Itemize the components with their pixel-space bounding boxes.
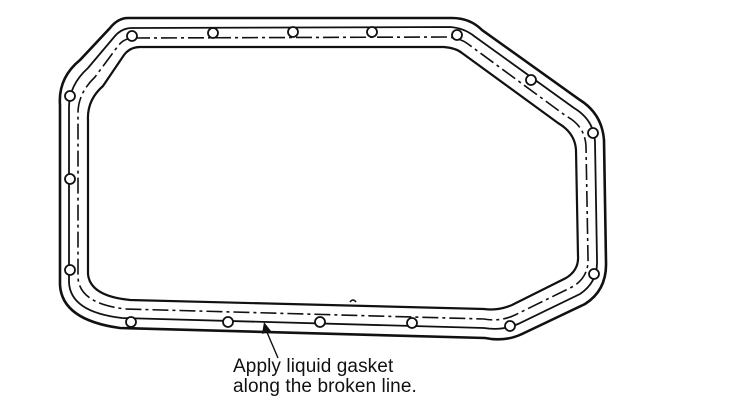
bolt-hole bbox=[287, 26, 299, 38]
bolt-hole bbox=[126, 30, 138, 42]
broken-gasket-line bbox=[77, 36, 589, 321]
bottom-notch bbox=[349, 299, 357, 303]
bolt-hole bbox=[406, 317, 418, 329]
bolt-hole bbox=[366, 26, 378, 38]
bolt-hole bbox=[588, 268, 600, 280]
annotation-line-1: Apply liquid gasket bbox=[233, 356, 394, 377]
annotation-line-2: along the broken line. bbox=[233, 376, 417, 397]
leader-arrow bbox=[262, 322, 279, 359]
bolt-hole bbox=[207, 27, 219, 39]
bolt-hole bbox=[64, 264, 76, 276]
bolt-holes bbox=[64, 26, 600, 332]
inner-opening-outline bbox=[86, 45, 580, 311]
mid-flange-outline bbox=[68, 26, 598, 330]
bolt-hole bbox=[64, 90, 76, 102]
bolt-hole bbox=[64, 173, 76, 185]
bolt-hole bbox=[451, 29, 463, 41]
bolt-hole bbox=[587, 127, 599, 139]
annotation-caption: Apply liquid gasket along the broken lin… bbox=[233, 357, 417, 397]
outer-flange-outline bbox=[58, 16, 608, 341]
bolt-hole bbox=[525, 74, 537, 86]
bolt-hole bbox=[504, 320, 516, 332]
bolt-hole bbox=[125, 316, 137, 328]
bolt-hole bbox=[222, 316, 234, 328]
bolt-hole bbox=[314, 316, 326, 328]
